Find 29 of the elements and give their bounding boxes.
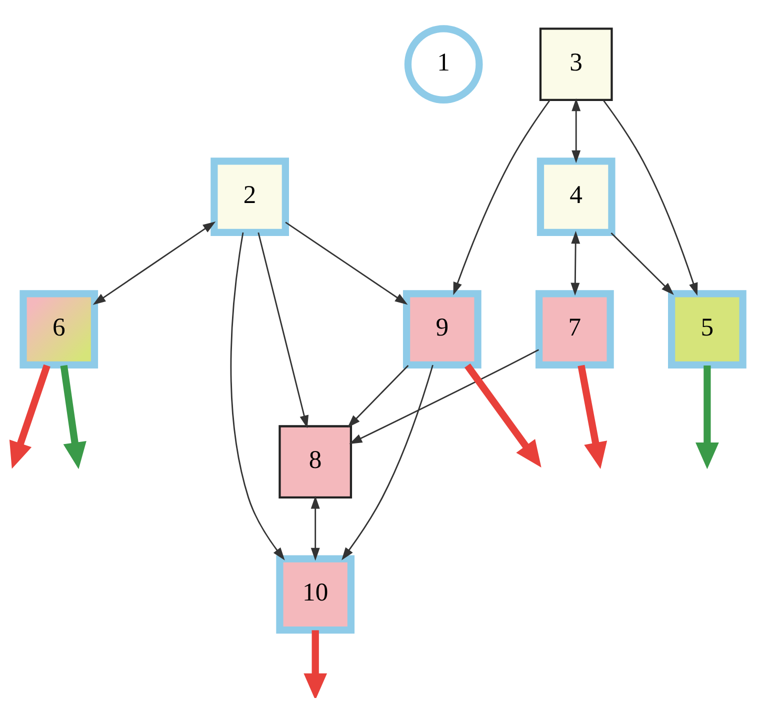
node-box: 6 [20,290,98,369]
arrow [464,363,542,468]
node-box: 7 [536,290,614,369]
arrow [60,365,86,470]
arrow [610,232,674,296]
node-box: 5 [668,290,746,369]
arrow [453,100,551,296]
arrow [310,496,320,561]
arrow [9,364,50,469]
arrow [304,630,328,698]
arrow [342,364,434,560]
arrow [570,230,580,296]
arrow [258,232,309,428]
node-circle: 1 [404,25,483,104]
arrow [347,365,409,428]
arrow [230,232,285,560]
arrow [349,349,540,444]
node-box: 4 [536,158,616,236]
node-box: 10 [276,555,355,634]
node-box: 9 [402,290,482,369]
node-box: 3 [539,28,613,102]
arrow [578,364,608,470]
arrow [285,222,408,305]
node-box: 2 [210,158,289,236]
arrow [696,366,719,470]
arrow [602,100,698,296]
arrow [92,221,216,305]
arrow [572,98,581,164]
node-box: 8 [278,425,352,499]
